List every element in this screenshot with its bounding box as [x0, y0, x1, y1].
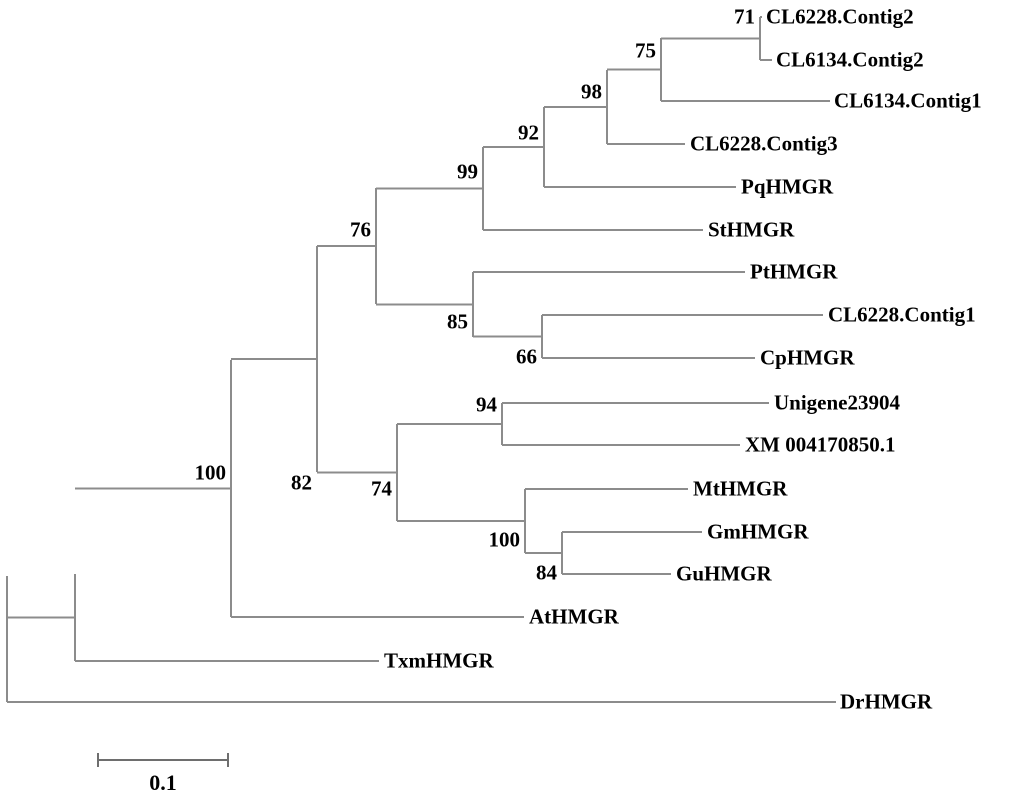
bootstrap-100-node-100a: 100: [194, 460, 227, 485]
bootstrap-66-node-66: 66: [516, 344, 537, 369]
bootstrap-85-node-85: 85: [447, 309, 468, 334]
leaf-unigene23904: Unigene23904: [774, 390, 900, 415]
bootstrap-99-node-99: 99: [457, 159, 478, 184]
bootstrap-98-node-98: 98: [581, 79, 602, 104]
leaf-guhmgr: GuHMGR: [676, 561, 772, 586]
leaf-cl6228-contig2: CL6228.Contig2: [766, 4, 914, 29]
bootstrap-75-node-75: 75: [635, 38, 656, 63]
bootstrap-94-node-94: 94: [476, 392, 497, 417]
bootstrap-100-node-100b: 100: [488, 527, 521, 552]
bootstrap-71-node-71: 71: [734, 4, 755, 29]
leaf-gmhmgr: GmHMGR: [707, 519, 809, 544]
leaf-mthmgr: MtHMGR: [693, 476, 788, 501]
bootstrap-84-node-84: 84: [536, 560, 557, 585]
leaf-cl6134-contig1: CL6134.Contig1: [834, 88, 982, 113]
leaf-pqhmgr: PqHMGR: [741, 174, 834, 199]
scale-bar-label: 0.1: [149, 770, 177, 795]
leaf-sthmgr: StHMGR: [708, 217, 795, 242]
leaf-cl6228-contig1: CL6228.Contig1: [828, 302, 976, 327]
leaf-pthmgr: PtHMGR: [750, 259, 838, 284]
bootstrap-76-node-76: 76: [350, 217, 371, 242]
leaf-athmgr: AtHMGR: [529, 604, 619, 629]
bootstrap-82-node-82: 82: [291, 470, 312, 495]
bootstrap-74-node-74: 74: [371, 476, 392, 501]
bootstrap-92-node-92: 92: [518, 120, 539, 145]
leaf-txmhmgr: TxmHMGR: [384, 648, 494, 673]
leaf-drhmgr: DrHMGR: [840, 689, 933, 714]
leaf-cl6134-contig2: CL6134.Contig2: [776, 47, 924, 72]
leaf-cl6228-contig3: CL6228.Contig3: [690, 131, 838, 156]
leaf-xm0041708501: XM 004170850.1: [745, 432, 896, 457]
leaf-cphmgr: CpHMGR: [760, 345, 855, 370]
